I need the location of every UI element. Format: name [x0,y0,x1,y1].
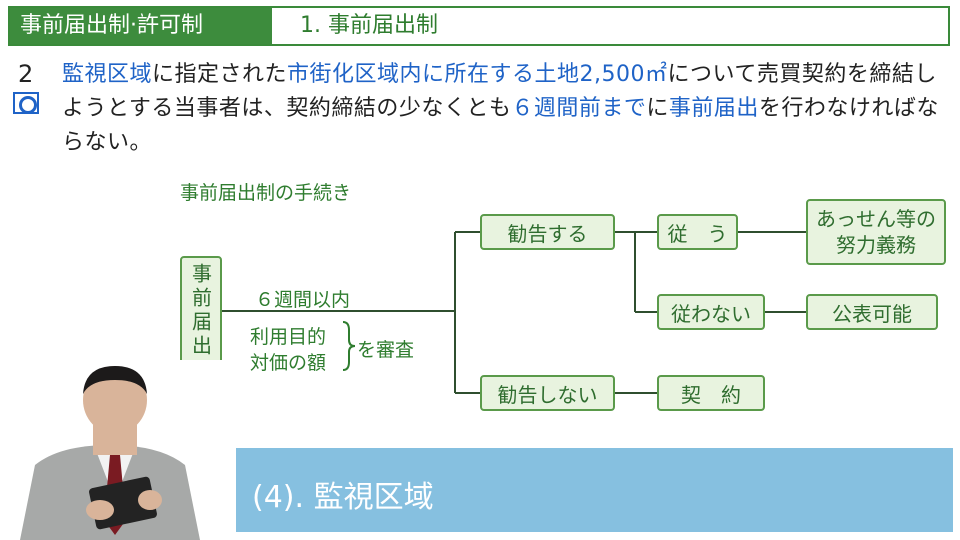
question-keyword: 事前届出 [668,96,759,121]
box-recommend: 勧告する [480,214,615,250]
box-publish: 公表可能 [806,294,938,330]
review-item-price: 対価の額 [250,352,327,374]
box-contract: 契 約 [657,375,765,411]
correct-mark-icon [13,92,39,114]
box-effort-duty: あっせん等の努力義務 [806,199,946,265]
box-not-follow: 従わない [657,294,765,330]
section-header: 事前届出制·許可制 1. 事前届出制 [8,6,950,46]
period-label: ６週間以内 [255,289,351,311]
question-text-segment: を行わなければならない。 [62,96,939,155]
question-text-segment: に [646,96,669,121]
question-keyword: ６週間前まで [511,96,647,121]
question-text-segment: に指定された [152,62,288,87]
question-keyword: 市街化区域内に所在する土地2,500㎡ [287,62,668,87]
box-no-recommend: 勧告しない [480,375,615,411]
review-item-purpose: 利用目的 [250,326,327,348]
subsection-title: 1. 事前届出制 [300,13,438,38]
box-prior-notification: 事前届出 [180,256,222,366]
question-keyword: 監視区域 [62,62,153,87]
question-number: 2 [18,60,34,88]
box-follow: 従 う [657,214,738,250]
presenter-image [0,360,230,540]
diagram-title: 事前届出制の手続き [180,182,352,204]
topic-banner: (4). 監視区域 [236,448,953,532]
section-title: 事前届出制·許可制 [10,8,272,44]
question-text: 監視区域に指定された市街化区域内に所在する土地2,500㎡について売買契約を締結… [62,58,952,160]
review-suffix: を審査 [357,339,415,361]
topic-banner-text: (4). 監視区域 [252,480,434,515]
question-text-segment: について売買契約を締結しようとする当事者は、契約締結の少なくとも [62,62,937,121]
